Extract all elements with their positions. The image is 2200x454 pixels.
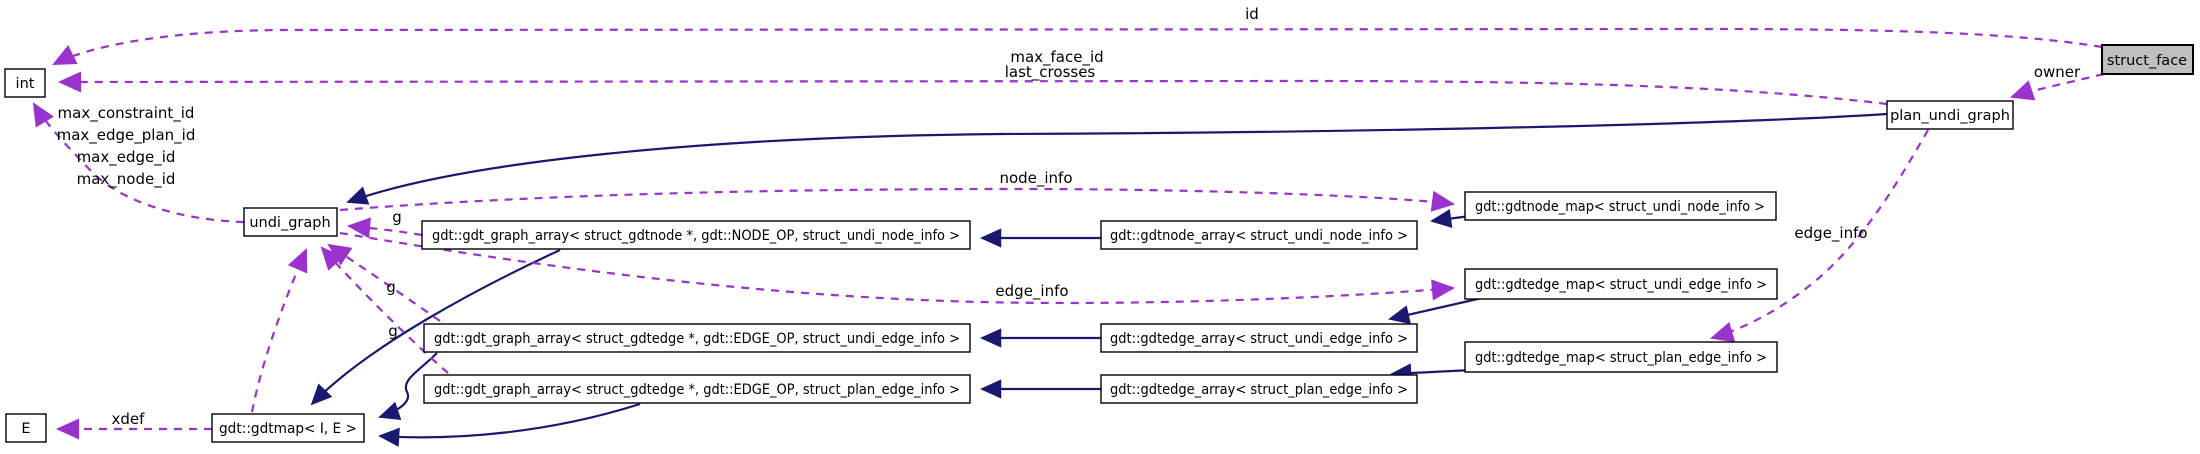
edge-usage-edge-info-plan — [1709, 129, 1929, 343]
node-gdtnode-array-box[interactable] — [1100, 220, 1418, 250]
node-gdt-graph-array-edge-undi[interactable]: gdt::gdt_graph_array< struct_gdtedge *, … — [423, 323, 971, 353]
node-undi-graph-box[interactable] — [243, 207, 338, 237]
edge-label-g-3: g — [388, 322, 398, 340]
node-gdtedge-map-plan-label: gdt::gdtedge_map< struct_plan_edge_info … — [1475, 350, 1767, 366]
node-plan-undi-graph-box[interactable] — [1886, 100, 2014, 130]
node-gdt-graph-array-node-box[interactable] — [421, 220, 971, 250]
node-gdt-graph-array-edge-undi-label: gdt::gdt_graph_array< struct_gdtedge *, … — [434, 331, 960, 347]
edge-label-xdef: xdef — [112, 410, 146, 428]
edge-usage-gdtmap-to-undi-graph — [250, 248, 308, 413]
edge-label-id: id — [1245, 5, 1259, 23]
node-plan-undi-graph[interactable]: plan_undi_graph — [1886, 100, 2014, 130]
edge-usage-node-info — [339, 187, 1456, 212]
edge-inherit-gdtedge-map-undi-to-gdtedge-array-undi — [1388, 296, 1483, 325]
node-gdtedge-map-undi[interactable]: gdt::gdtedge_map< struct_undi_edge_info … — [1464, 268, 1778, 300]
node-gdtedge-map-undi-label: gdt::gdtedge_map< struct_undi_edge_info … — [1475, 277, 1767, 293]
edge-usage-max-constraint-ids — [32, 102, 245, 224]
node-E[interactable]: E — [5, 413, 47, 443]
node-gdt-graph-array-edge-plan-label: gdt::gdt_graph_array< struct_gdtedge *, … — [434, 382, 960, 398]
edge-label-max-edge-id: max_edge_id — [77, 148, 176, 167]
node-E-label: E — [21, 421, 30, 437]
node-gdtedge-array-plan[interactable]: gdt::gdtedge_array< struct_plan_edge_inf… — [1100, 374, 1418, 404]
node-gdt-graph-array-node-label: gdt::gdt_graph_array< struct_gdtnode *, … — [432, 228, 960, 244]
edge-inherit-gdtedge-map-plan-to-gdtedge-array-plan — [1390, 363, 1473, 383]
node-E-box[interactable] — [5, 413, 47, 443]
node-int-box[interactable] — [4, 68, 46, 98]
edge-label-g-1: g — [392, 208, 402, 226]
node-gdtedge-map-undi-box[interactable] — [1464, 268, 1778, 300]
node-gdtedge-array-undi-box[interactable] — [1100, 323, 1418, 353]
edge-label-max-edge-plan-id: max_edge_plan_id — [57, 126, 196, 145]
node-gdtedge-array-undi-label: gdt::gdtedge_array< struct_undi_edge_inf… — [1110, 331, 1408, 347]
edge-label-edge-info-undi: edge_info — [995, 282, 1068, 301]
node-gdt-graph-array-edge-plan-box[interactable] — [423, 374, 971, 404]
edge-label-last-crosses: last_crosses — [1005, 63, 1096, 82]
edge-label-edge-info-plan: edge_info — [1794, 224, 1867, 243]
edge-label-owner: owner — [2034, 63, 2081, 81]
node-struct-face[interactable]: struct_face — [2101, 44, 2194, 75]
node-gdtnode-array[interactable]: gdt::gdtnode_array< struct_undi_node_inf… — [1100, 220, 1418, 250]
edge-label-max-face-id: max_face_id — [1010, 48, 1103, 67]
edge-usage-max-face-id-last-crosses — [57, 71, 1888, 106]
node-int[interactable]: int — [4, 68, 46, 98]
node-gdtmap[interactable]: gdt::gdtmap< I, E > — [211, 413, 365, 443]
node-undi-graph[interactable]: undi_graph — [243, 207, 338, 237]
node-gdt-graph-array-edge-plan[interactable]: gdt::gdt_graph_array< struct_gdtedge *, … — [423, 374, 971, 404]
edge-usage-edge-info-undi — [339, 231, 1456, 305]
node-gdtmap-label: gdt::gdtmap< I, E > — [219, 421, 357, 437]
node-gdtnode-map-label: gdt::gdtnode_map< struct_undi_node_info … — [1475, 199, 1765, 215]
node-struct-face-label: struct_face — [2107, 53, 2187, 69]
node-gdt-graph-array-node[interactable]: gdt::gdt_graph_array< struct_gdtnode *, … — [421, 220, 971, 250]
edge-usage-g-edge-array-undi — [327, 243, 441, 322]
node-gdtedge-array-plan-label: gdt::gdtedge_array< struct_plan_edge_inf… — [1110, 382, 1408, 398]
edge-inherit-plan-undi-graph-to-undi-graph — [346, 112, 1888, 205]
node-plan-undi-graph-label: plan_undi_graph — [1890, 108, 2010, 124]
edge-inherit-graph-array-edge-undi-to-gdtmap — [378, 352, 438, 421]
edge-label-g-2: g — [386, 278, 396, 296]
node-int-label: int — [16, 76, 35, 92]
node-gdtnode-map[interactable]: gdt::gdtnode_map< struct_undi_node_info … — [1464, 191, 1777, 221]
edge-usage-g-edge-array-plan — [320, 246, 449, 374]
node-gdtedge-array-undi[interactable]: gdt::gdtedge_array< struct_undi_edge_inf… — [1100, 323, 1418, 353]
node-gdtedge-map-plan-box[interactable] — [1464, 341, 1778, 373]
edge-inherit-graph-array-edge-plan-to-gdtmap — [378, 402, 641, 447]
edge-usage-id — [52, 27, 2103, 65]
node-struct-face-box[interactable] — [2101, 44, 2194, 75]
node-undi-graph-label: undi_graph — [249, 215, 330, 231]
node-gdtedge-map-plan[interactable]: gdt::gdtedge_map< struct_plan_edge_info … — [1464, 341, 1778, 373]
node-gdtmap-box[interactable] — [211, 413, 365, 443]
node-gdtnode-array-label: gdt::gdtnode_array< struct_undi_node_inf… — [1110, 228, 1408, 244]
edge-usage-g-node-array — [346, 217, 423, 239]
node-gdtedge-array-plan-box[interactable] — [1100, 374, 1418, 404]
node-gdt-graph-array-edge-undi-box[interactable] — [423, 323, 971, 353]
edge-inherit-graph-array-node-to-gdtmap — [310, 249, 561, 406]
edge-label-node-info: node_info — [999, 169, 1072, 188]
node-gdtnode-map-box[interactable] — [1464, 191, 1777, 221]
edge-label-max-node-id: max_node_id — [77, 170, 176, 189]
edge-label-max-constraint-id: max_constraint_id — [58, 104, 195, 123]
